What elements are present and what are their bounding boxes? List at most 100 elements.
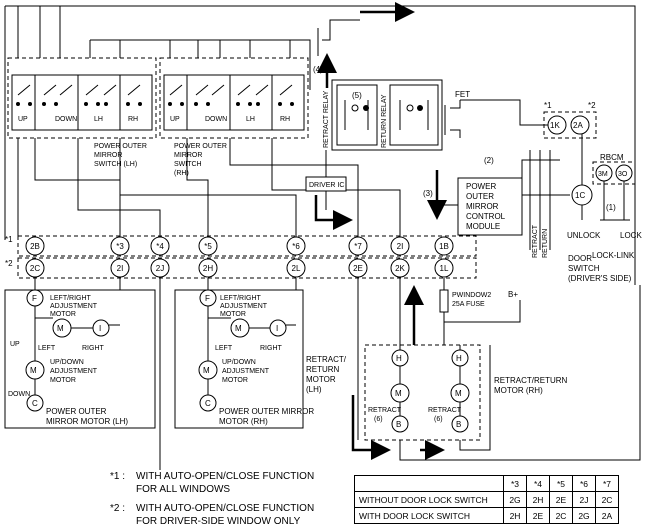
footnote-1-line-2: FOR ALL WINDOWS <box>136 484 231 495</box>
module-line-1: POWER <box>466 182 496 191</box>
motor-lh-ud-1: UP/DOWN <box>50 359 84 366</box>
mirror-motor-rh: F I C M M LEFT/RIGHT ADJUSTMENT MOTOR LE… <box>174 289 314 429</box>
retract-relay-label: RETRACT RELAY <box>323 90 330 148</box>
retract-rh-name-1: RETRACT/RETURN <box>494 376 568 385</box>
note2-marker: *2 <box>588 101 596 110</box>
connector-row1-pin-label: *7 <box>354 242 362 251</box>
module-line-5: MODULE <box>466 222 500 231</box>
mirror-switch-rh: UP DOWN LH RH POWER OUTER MIRROR SWITCH … <box>159 57 309 177</box>
module-line-2: OUTER <box>466 192 494 201</box>
mirror-motor-lh: F I C M M LEFT/RIGHT ADJUSTMENT MOTOR LE… <box>4 289 156 429</box>
footnote-2-line-1: WITH AUTO-OPEN/CLOSE FUNCTION <box>136 503 315 514</box>
motor-lh-pin-i: I <box>99 324 101 333</box>
motor-rh-right: RIGHT <box>260 345 283 352</box>
footnote-2: *2 : WITH AUTO-OPEN/CLOSE FUNCTION FOR D… <box>110 502 350 528</box>
relay-block: RETRACT RELAY RETURN RELAY (5) <box>323 79 443 151</box>
motor-rh-lr-2: ADJUSTMENT <box>220 303 268 310</box>
connector-row1-pin-label: *6 <box>292 242 300 251</box>
motor-rh-name-1: POWER OUTER MIRROR <box>219 407 314 416</box>
door-switch-line-3: (DRIVER'S SIDE) <box>568 274 632 283</box>
connector-row2-pin-label: 2E <box>353 264 363 273</box>
connector-row1-pin <box>110 236 130 256</box>
footnote-1-line-1: WITH AUTO-OPEN/CLOSE FUNCTION <box>136 471 315 482</box>
table-cell: 2G <box>503 491 527 508</box>
switch-rh-name-2: MIRROR <box>174 152 202 159</box>
table-row: WITH DOOR LOCK SWITCH 2H 2E 2C 2G 2A <box>354 507 619 524</box>
mirror-switch-lh: UP DOWN LH RH POWER OUTER MIRROR SWITCH … <box>7 57 157 168</box>
module-line-3: MIRROR <box>466 202 499 211</box>
connector-row2-pin <box>434 258 454 278</box>
table-row-label: WITH DOOR LOCK SWITCH <box>354 507 504 524</box>
retract-rh-6: (6) <box>434 416 443 423</box>
motor-rh-left: LEFT <box>215 345 233 352</box>
table-cell: 2C <box>549 507 573 524</box>
retract-motors: H M B H M B RETRACT (6) RETRACT (6) <box>364 344 481 441</box>
module-line-4: CONTROL <box>466 212 506 221</box>
motor-lh-name-2: MIRROR MOTOR (LH) <box>46 417 128 426</box>
pin-1k-label: 1K <box>550 121 560 130</box>
connector-row2-pin <box>150 258 170 278</box>
table-header: *5 <box>549 475 573 492</box>
switch-rh-rh-label: RH <box>280 116 290 123</box>
row2-marker: *2 <box>5 259 13 268</box>
retract-lh-m: M <box>395 389 402 398</box>
motor-lh-left: LEFT <box>38 345 56 352</box>
table-header: *4 <box>526 475 550 492</box>
note1-marker: *1 <box>544 101 552 110</box>
switch-lh-down-label: DOWN <box>55 116 77 123</box>
connector-row2-pin <box>348 258 368 278</box>
retract-rh-pin-h: H <box>456 354 462 363</box>
connector-row2-pin <box>286 258 306 278</box>
table-header: *7 <box>595 475 619 492</box>
connector-row1-pin-label: 1B <box>439 242 449 251</box>
motor-rh-ud-2: ADJUSTMENT <box>222 368 270 375</box>
connector-row2-pin-label: 2I <box>117 264 124 273</box>
switch-lh-lh-label: LH <box>94 116 103 123</box>
connector-row2-pin-label: 2H <box>203 264 213 273</box>
driver-ic-label: DRIVER IC <box>309 182 344 189</box>
table-cell: 2C <box>595 491 619 508</box>
callout-5: (5) <box>352 91 362 100</box>
motor-lh-right: RIGHT <box>82 345 105 352</box>
connector-row2-pin <box>198 258 218 278</box>
connector-row1-pin <box>434 236 454 256</box>
table-cell: 2E <box>526 507 550 524</box>
motor-rh-pin-f: F <box>205 294 210 303</box>
motor-rh-pin-i: I <box>276 324 278 333</box>
retract-rh-name-2: MOTOR (RH) <box>494 386 543 395</box>
table-cell: 2E <box>549 491 573 508</box>
row1-marker: *1 <box>5 235 13 244</box>
table-cell: 2H <box>526 491 550 508</box>
switch-lh-up-label: UP <box>18 116 28 123</box>
table-cell: 2H <box>503 507 527 524</box>
connector-row2-pin-label: 2K <box>395 264 405 273</box>
connector-row1-pin-label: 2B <box>30 242 40 251</box>
connector-row1-pin <box>25 236 45 256</box>
footnote-2-key: *2 : <box>110 503 126 514</box>
motor-lh-pin-f: F <box>32 294 37 303</box>
rbcm-pin-3o: 3O <box>618 171 628 178</box>
connector-row2-pin-label: 1L <box>440 264 449 273</box>
connector-row2-pin-label: 2J <box>156 264 164 273</box>
table-header-row: *3 *4 *5 *6 *7 <box>354 475 619 492</box>
callout-2: (2) <box>484 156 494 165</box>
table-row: WITHOUT DOOR LOCK SWITCH 2G 2H 2E 2J 2C <box>354 491 619 508</box>
fuse-line-2: 25A FUSE <box>452 301 485 308</box>
retract-rh-m: M <box>455 389 462 398</box>
motor-rh-lr-3: MOTOR <box>220 311 246 318</box>
fet-label: FET <box>455 90 470 99</box>
motor-lh-up: UP <box>10 341 20 348</box>
retract-lh-name-4: (LH) <box>306 385 322 394</box>
switch-rh-name-1: POWER OUTER <box>174 143 227 150</box>
connector-row1-pin <box>198 236 218 256</box>
footnote-1: *1 : WITH AUTO-OPEN/CLOSE FUNCTION FOR A… <box>110 470 350 496</box>
callout-4: (4) <box>313 65 323 74</box>
unlock-label: UNLOCK <box>567 231 601 240</box>
lock-label: LOCK <box>620 231 642 240</box>
retract-lh-name-1: RETRACT/ <box>306 355 347 364</box>
switch-rh-name-4: (RH) <box>174 170 189 177</box>
lock-link-label: LOCK-LINK <box>592 251 635 260</box>
